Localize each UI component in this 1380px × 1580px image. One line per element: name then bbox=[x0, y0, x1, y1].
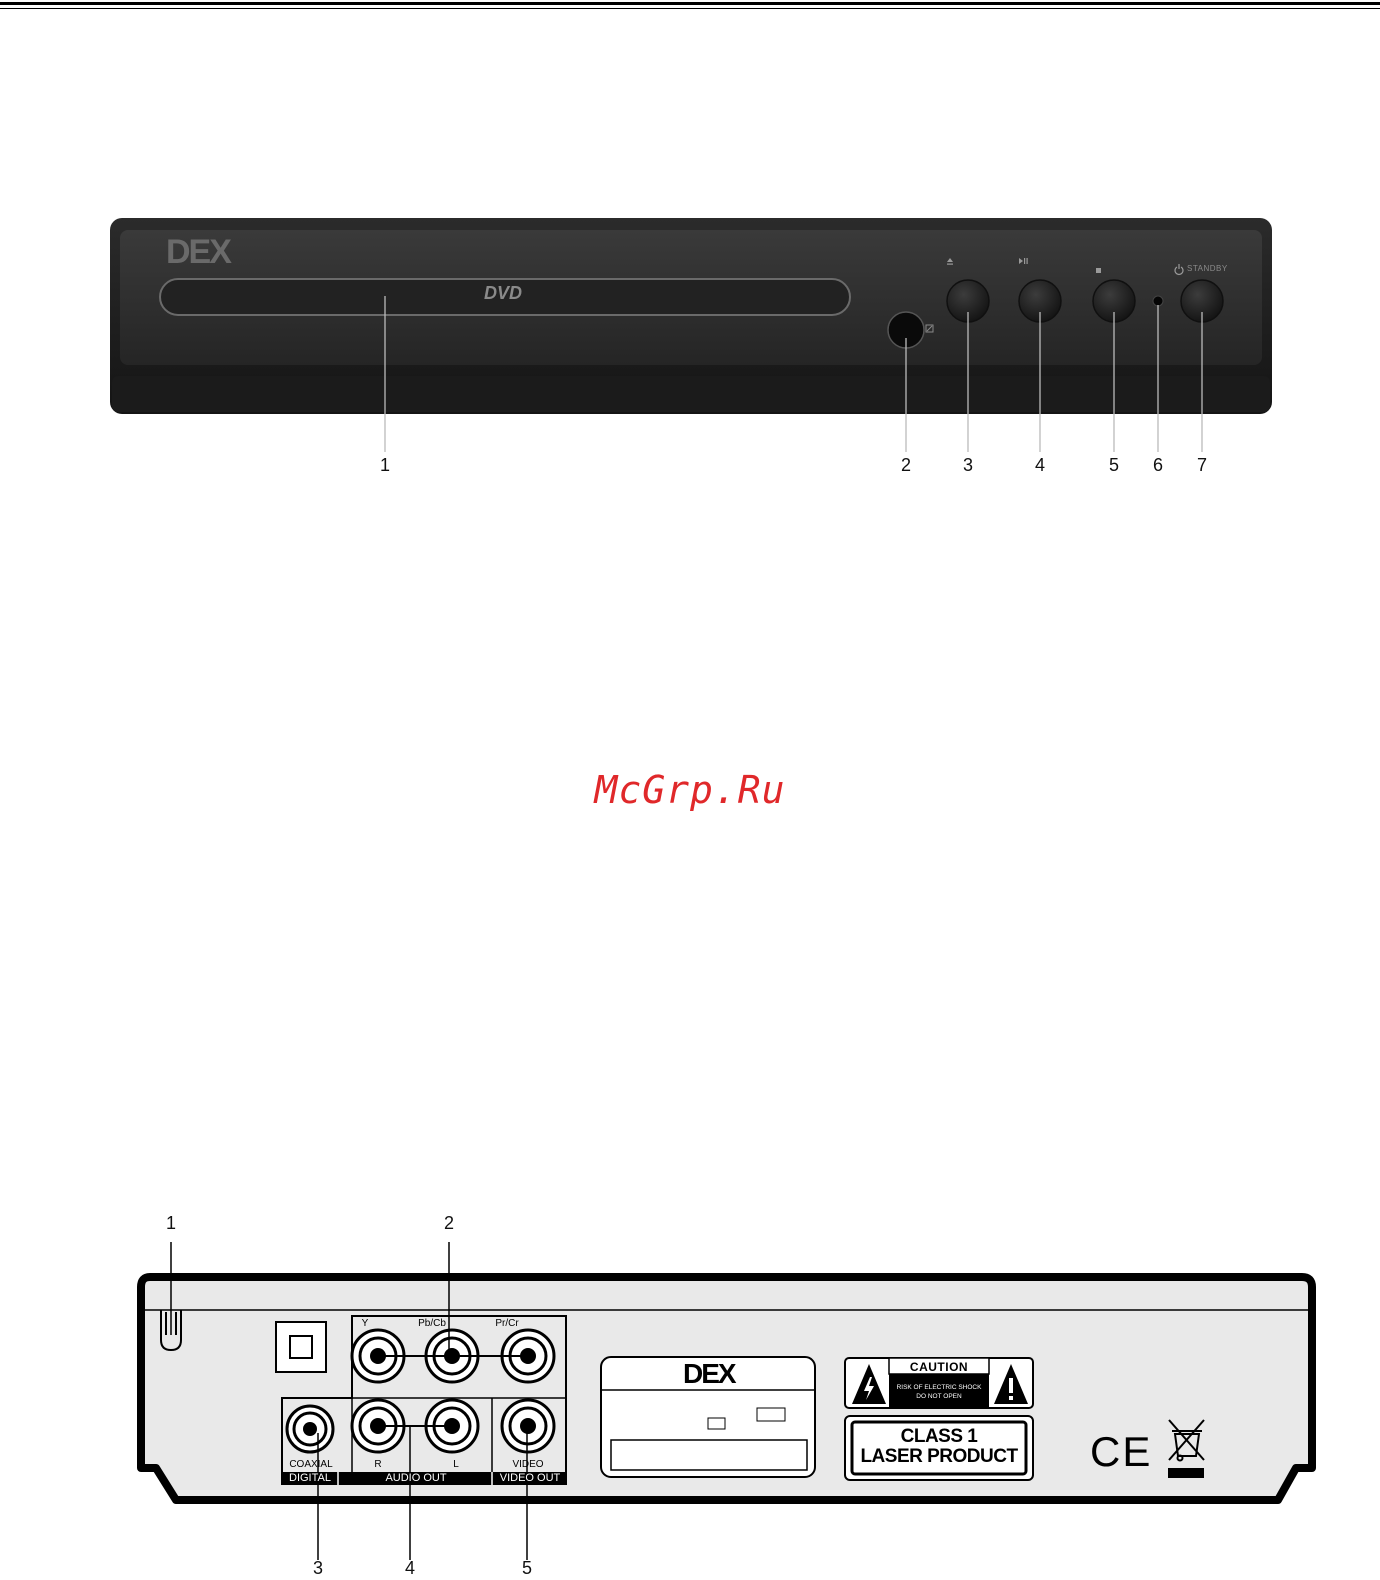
laser-class-line-2: LASER PRODUCT bbox=[852, 1446, 1026, 1468]
jack-video bbox=[502, 1400, 554, 1452]
label-audio-r: R bbox=[371, 1459, 385, 1470]
stop-icon bbox=[1096, 268, 1101, 273]
caution-line-2: DO NOT OPEN bbox=[889, 1393, 989, 1400]
label-video: VIDEO bbox=[506, 1459, 550, 1470]
dvd-logo: DVD bbox=[484, 283, 522, 304]
front-callout-6: 6 bbox=[1143, 455, 1173, 476]
label-y: Y bbox=[360, 1318, 370, 1329]
rear-panel-diagram bbox=[0, 1200, 1380, 1580]
front-callout-7: 7 bbox=[1187, 455, 1217, 476]
label-video-out: VIDEO OUT bbox=[494, 1472, 566, 1485]
rear-callout-3: 3 bbox=[303, 1558, 333, 1579]
front-callout-1: 1 bbox=[370, 455, 400, 476]
standby-label: STANDBY bbox=[1187, 264, 1228, 273]
info-mark-wide bbox=[757, 1408, 785, 1421]
label-pr-cr: Pr/Cr bbox=[487, 1318, 527, 1329]
front-callout-3: 3 bbox=[953, 455, 983, 476]
front-brand-logo: DEX bbox=[166, 233, 230, 272]
label-audio-out: AUDIO OUT bbox=[340, 1472, 492, 1485]
watermark: McGrp.Ru bbox=[0, 768, 1380, 812]
standby-led bbox=[1153, 296, 1163, 306]
label-coaxial: COAXIAL bbox=[284, 1459, 338, 1470]
caution-black-band bbox=[889, 1374, 989, 1408]
jack-coaxial bbox=[287, 1406, 333, 1452]
front-callout-2: 2 bbox=[891, 455, 921, 476]
rear-callout-1: 1 bbox=[156, 1213, 186, 1234]
label-pb-cb: Pb/Cb bbox=[412, 1318, 452, 1329]
laser-class-line-1: CLASS 1 bbox=[852, 1426, 1026, 1448]
front-callout-4: 4 bbox=[1025, 455, 1055, 476]
rear-callout-5: 5 bbox=[512, 1558, 542, 1579]
caution-line-1: RISK OF ELECTRIC SHOCK bbox=[889, 1384, 989, 1391]
rear-brand-logo: DEX bbox=[683, 1358, 735, 1390]
label-digital: DIGITAL bbox=[282, 1472, 338, 1485]
label-audio-l: L bbox=[449, 1459, 463, 1470]
rear-callout-4: 4 bbox=[395, 1558, 425, 1579]
front-lower-strip bbox=[112, 376, 1270, 412]
info-mark-small bbox=[708, 1418, 725, 1429]
caution-title: CAUTION bbox=[889, 1360, 989, 1374]
front-callout-5: 5 bbox=[1099, 455, 1129, 476]
rear-callout-2: 2 bbox=[434, 1213, 464, 1234]
ce-mark: CE bbox=[1090, 1428, 1152, 1476]
